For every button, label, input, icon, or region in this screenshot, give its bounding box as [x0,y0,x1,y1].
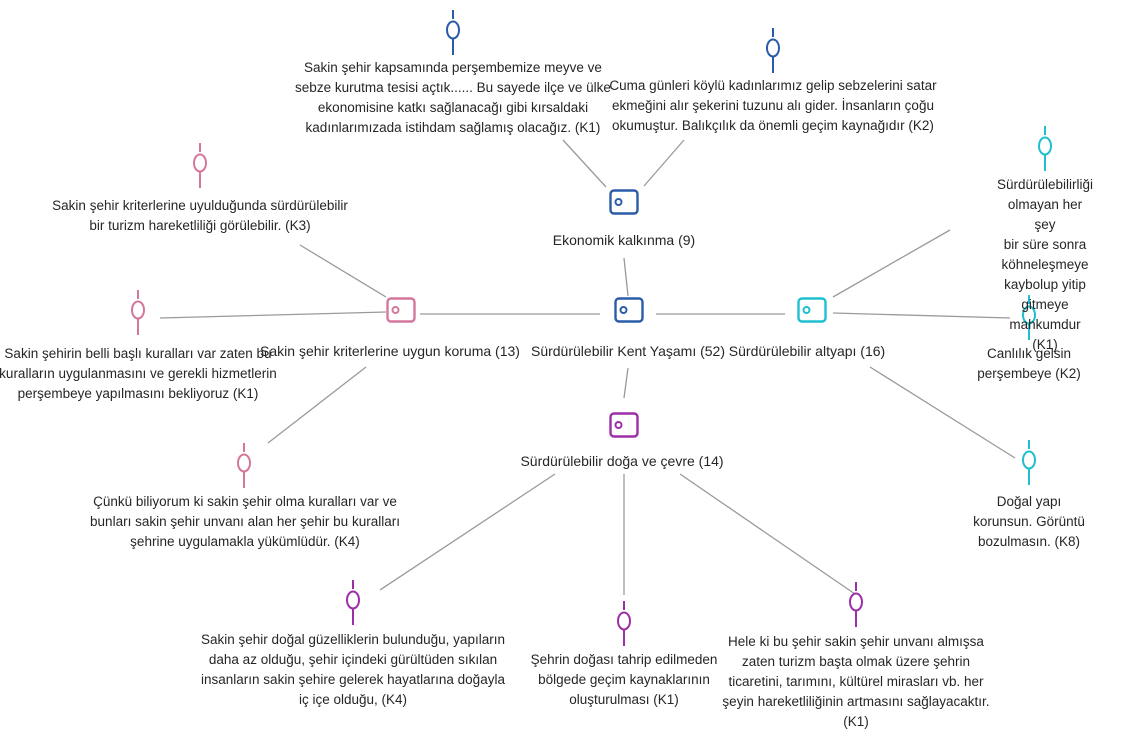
pin-icon [131,290,145,335]
pin-icon [1022,440,1036,485]
infrastructure-node-label: Sürdürülebilir altyapı (16) [728,343,886,359]
economy-quote-1: Sakin şehir kapsamında perşembemize meyv… [295,60,611,135]
center-node-label: Sürdürülebilir Kent Yaşamı (52) [530,343,726,359]
protection-quote-1: Sakin şehir kriterlerine uyulduğunda sür… [52,198,348,233]
connector-protection-quote-1 [299,244,387,298]
nature-node-label: Sürdürülebilir doğa ve çevre (14) [520,453,724,469]
economy-node-label: Ekonomik kalkınma (9) [552,232,696,248]
tag-icon [386,297,416,323]
connector-economy-quote-2 [643,139,685,187]
connector-economy-quote-1 [562,139,607,188]
connector-infrastructure-quote-3 [869,366,1016,459]
pin-icon [849,582,863,627]
protection-node-label: Sakin şehir kriterlerine uygun koruma (1… [260,343,520,359]
connector-nature-quote-1 [379,473,556,591]
connector-protection-quote-3 [267,366,367,444]
pin-icon [617,601,631,646]
pin-icon [193,143,207,188]
connector-nature-quote-3 [679,473,856,595]
pin-icon [1022,295,1036,340]
nature-quote-2: Şehrin doğası tahrip edilmeden bölgede g… [530,652,718,707]
tag-icon [614,297,644,323]
pin-icon [237,443,251,488]
infrastructure-quote-2: Canlılık gelsin perşembeye (K2) [977,346,1081,381]
economy-quote-2: Cuma günleri köylü kadınlarımız gelip se… [609,78,937,133]
protection-quote-3: Çünkü biliyorum ki sakin şehir olma kura… [90,494,400,549]
connector-center-economy [623,257,629,297]
connector-infrastructure-quote-1 [832,229,951,298]
tag-icon [797,297,827,323]
nature-quote-3: Hele ki bu şehir sakin şehir unvanı almı… [722,634,990,729]
tag-icon [609,412,639,438]
tag-icon [609,189,639,215]
connector-protection-quote-2 [159,311,387,319]
pin-icon [446,10,460,55]
pin-icon [1038,126,1052,171]
nature-quote-1: Sakin şehir doğal güzelliklerin bulunduğ… [201,632,505,707]
protection-quote-2: Sakin şehirin belli başlı kuralları var … [0,346,277,401]
connector-center-nature [623,367,629,399]
pin-icon [346,580,360,625]
connector-infrastructure-quote-2 [832,312,1011,319]
pin-icon [766,28,780,73]
infrastructure-quote-3: Doğal yapı korunsun. Görüntü bozulmasın.… [973,494,1085,549]
infrastructure-quote-1: Sürdürülebilirliği olmayan her şey bir s… [996,177,1094,352]
